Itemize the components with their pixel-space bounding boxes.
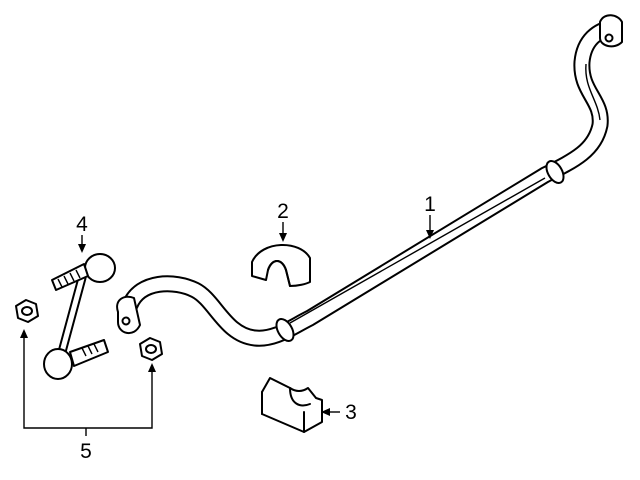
arrow-2	[279, 233, 287, 242]
callout-3: 3	[345, 401, 357, 424]
bushing-upper	[251, 244, 311, 287]
stabilizer-link	[43, 253, 116, 380]
leader-5	[23, 336, 153, 429]
bushing-lower	[261, 377, 323, 433]
callout-4: 4	[76, 213, 88, 236]
callout-5: 5	[80, 440, 92, 463]
callout-2: 2	[277, 200, 289, 223]
arrow-3	[321, 408, 330, 416]
arrow-4	[78, 244, 86, 253]
nut-left	[15, 299, 39, 323]
arrow-5-left	[20, 329, 28, 338]
callout-1: 1	[424, 193, 436, 216]
arrow-1	[426, 230, 434, 239]
arrow-5-right	[148, 363, 156, 372]
stabilizer-bar	[116, 14, 623, 347]
nut-right	[139, 337, 163, 361]
